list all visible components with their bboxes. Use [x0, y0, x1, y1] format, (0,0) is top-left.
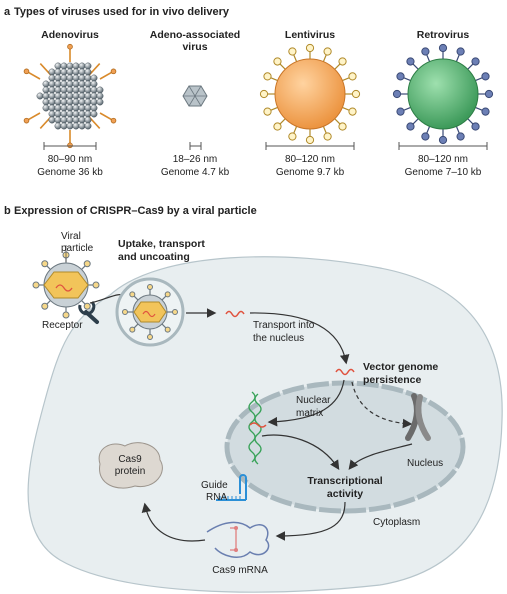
- aav-size: 18–26 nm: [173, 154, 217, 165]
- nuclear-matrix-label-2: matrix: [296, 408, 323, 419]
- cas9-protein-label-1: Cas9: [118, 454, 142, 465]
- endosome: [115, 277, 185, 347]
- lentivirus-size: 80–120 nm: [285, 154, 335, 165]
- adenovirus-name: Adenovirus: [41, 29, 99, 41]
- guide-rna-label-1: Guide: [201, 480, 228, 491]
- transport-label-2: the nucleus: [253, 333, 304, 344]
- lentivirus-name: Lentivirus: [285, 29, 335, 41]
- cytoplasm-label: Cytoplasm: [373, 517, 420, 528]
- adenovirus-size: 80–90 nm: [48, 154, 92, 165]
- transport-label-1: Transport into: [253, 320, 315, 331]
- panel-b-letter: b: [4, 205, 11, 217]
- guide-rna-icon: [216, 474, 247, 501]
- cas9-mrna-label: Cas9 mRNA: [212, 565, 268, 576]
- cas9-mrna-icon: [206, 521, 270, 558]
- retrovirus-size: 80–120 nm: [418, 154, 468, 165]
- panel-a-letter: a: [4, 6, 11, 18]
- released-genome: [225, 310, 245, 318]
- nuclear-matrix-label-1: Nuclear: [296, 395, 331, 406]
- aav-illustration: [182, 85, 208, 107]
- persistence-label-1: Vector genome: [363, 361, 438, 373]
- receptor-label: Receptor: [42, 320, 83, 331]
- aav-name-line1: Adeno-associated: [150, 29, 240, 41]
- viral-particle-outside: [32, 251, 100, 319]
- transcription-label-2: activity: [327, 488, 363, 500]
- nucleus: [224, 380, 466, 514]
- chromosome-icon: [405, 393, 431, 441]
- aav-name-line2: virus: [182, 41, 207, 53]
- receptor-icon: [78, 300, 99, 324]
- persistence-label-2: persistence: [363, 374, 422, 386]
- retrovirus-genome: Genome 7–10 kb: [405, 167, 482, 178]
- nuclear-matrix-dna: [248, 391, 267, 465]
- panel-b-title: Expression of CRISPR–Cas9 by a viral par…: [14, 205, 257, 217]
- lentivirus-genome: Genome 9.7 kb: [276, 167, 345, 178]
- transcription-label-1: Transcriptional: [307, 475, 382, 487]
- cas9-protein-label-2: protein: [115, 466, 146, 477]
- viral-particle-label-1: Viral: [61, 231, 81, 242]
- adenovirus-illustration: [23, 43, 117, 149]
- uptake-label-1: Uptake, transport: [118, 238, 205, 250]
- retrovirus-illustration: [392, 43, 494, 145]
- adenovirus-genome: Genome 36 kb: [37, 167, 103, 178]
- guide-rna-label-2: RNA: [206, 492, 227, 503]
- nucleus-label: Nucleus: [407, 458, 443, 469]
- aav-genome: Genome 4.7 kb: [161, 167, 230, 178]
- viral-particle-label-2: particle: [61, 243, 94, 254]
- uptake-label-2: and uncoating: [118, 251, 190, 263]
- cas9-protein-blob: [98, 442, 163, 489]
- nuclear-genome: [335, 368, 355, 376]
- panel-a-title: Types of viruses used for in vivo delive…: [14, 6, 230, 18]
- lentivirus-illustration: [259, 43, 361, 145]
- retrovirus-name: Retrovirus: [417, 29, 470, 41]
